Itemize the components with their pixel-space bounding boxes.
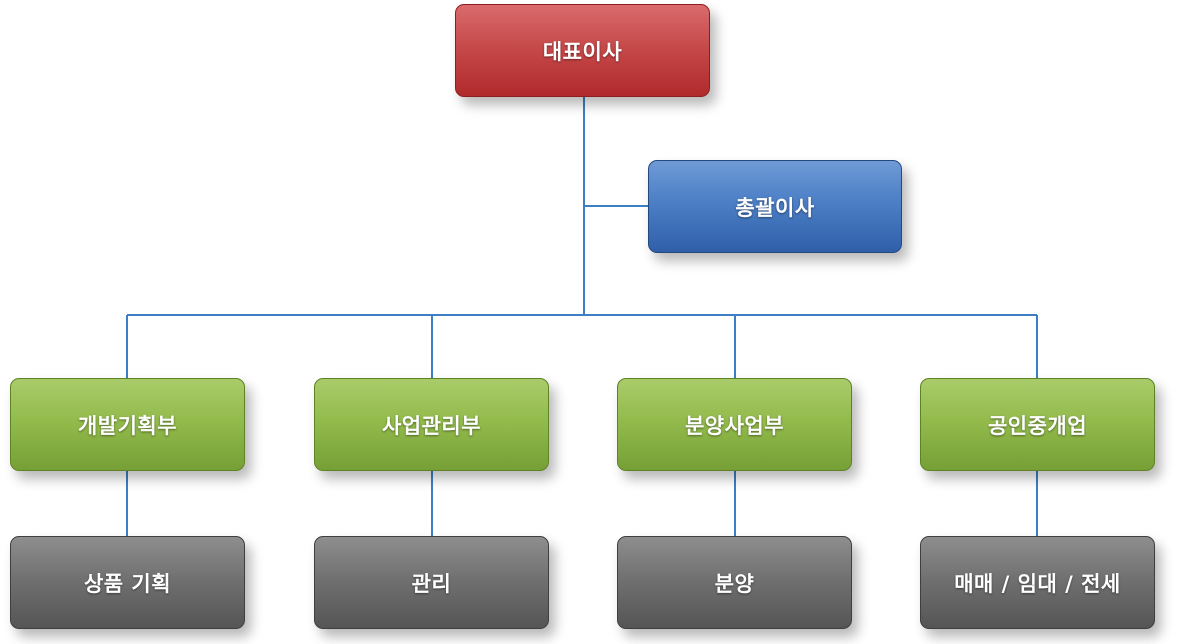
task-box-4: 매매 / 임대 / 전세 xyxy=(920,536,1155,629)
department-label: 공인중개업 xyxy=(987,413,1088,438)
department-box-4: 공인중개업 xyxy=(920,378,1155,471)
task-box-1: 상품 기획 xyxy=(10,536,245,629)
department-label: 분양사업부 xyxy=(684,413,785,438)
department-box-1: 개발기획부 xyxy=(10,378,245,471)
task-label: 관리 xyxy=(411,571,452,596)
ceo-label: 대표이사 xyxy=(542,39,623,64)
department-box-2: 사업관리부 xyxy=(314,378,549,471)
ceo-box: 대표이사 xyxy=(455,4,710,97)
general-director-label: 총괄이사 xyxy=(735,195,815,220)
department-label: 사업관리부 xyxy=(381,413,482,438)
department-label: 개발기획부 xyxy=(77,413,178,438)
general-director-box: 총괄이사 xyxy=(648,160,902,253)
department-box-3: 분양사업부 xyxy=(617,378,852,471)
task-label: 분양 xyxy=(714,571,755,596)
task-label: 매매 / 임대 / 전세 xyxy=(954,571,1121,596)
task-box-2: 관리 xyxy=(314,536,549,629)
task-label: 상품 기획 xyxy=(83,571,172,596)
task-box-3: 분양 xyxy=(617,536,852,629)
